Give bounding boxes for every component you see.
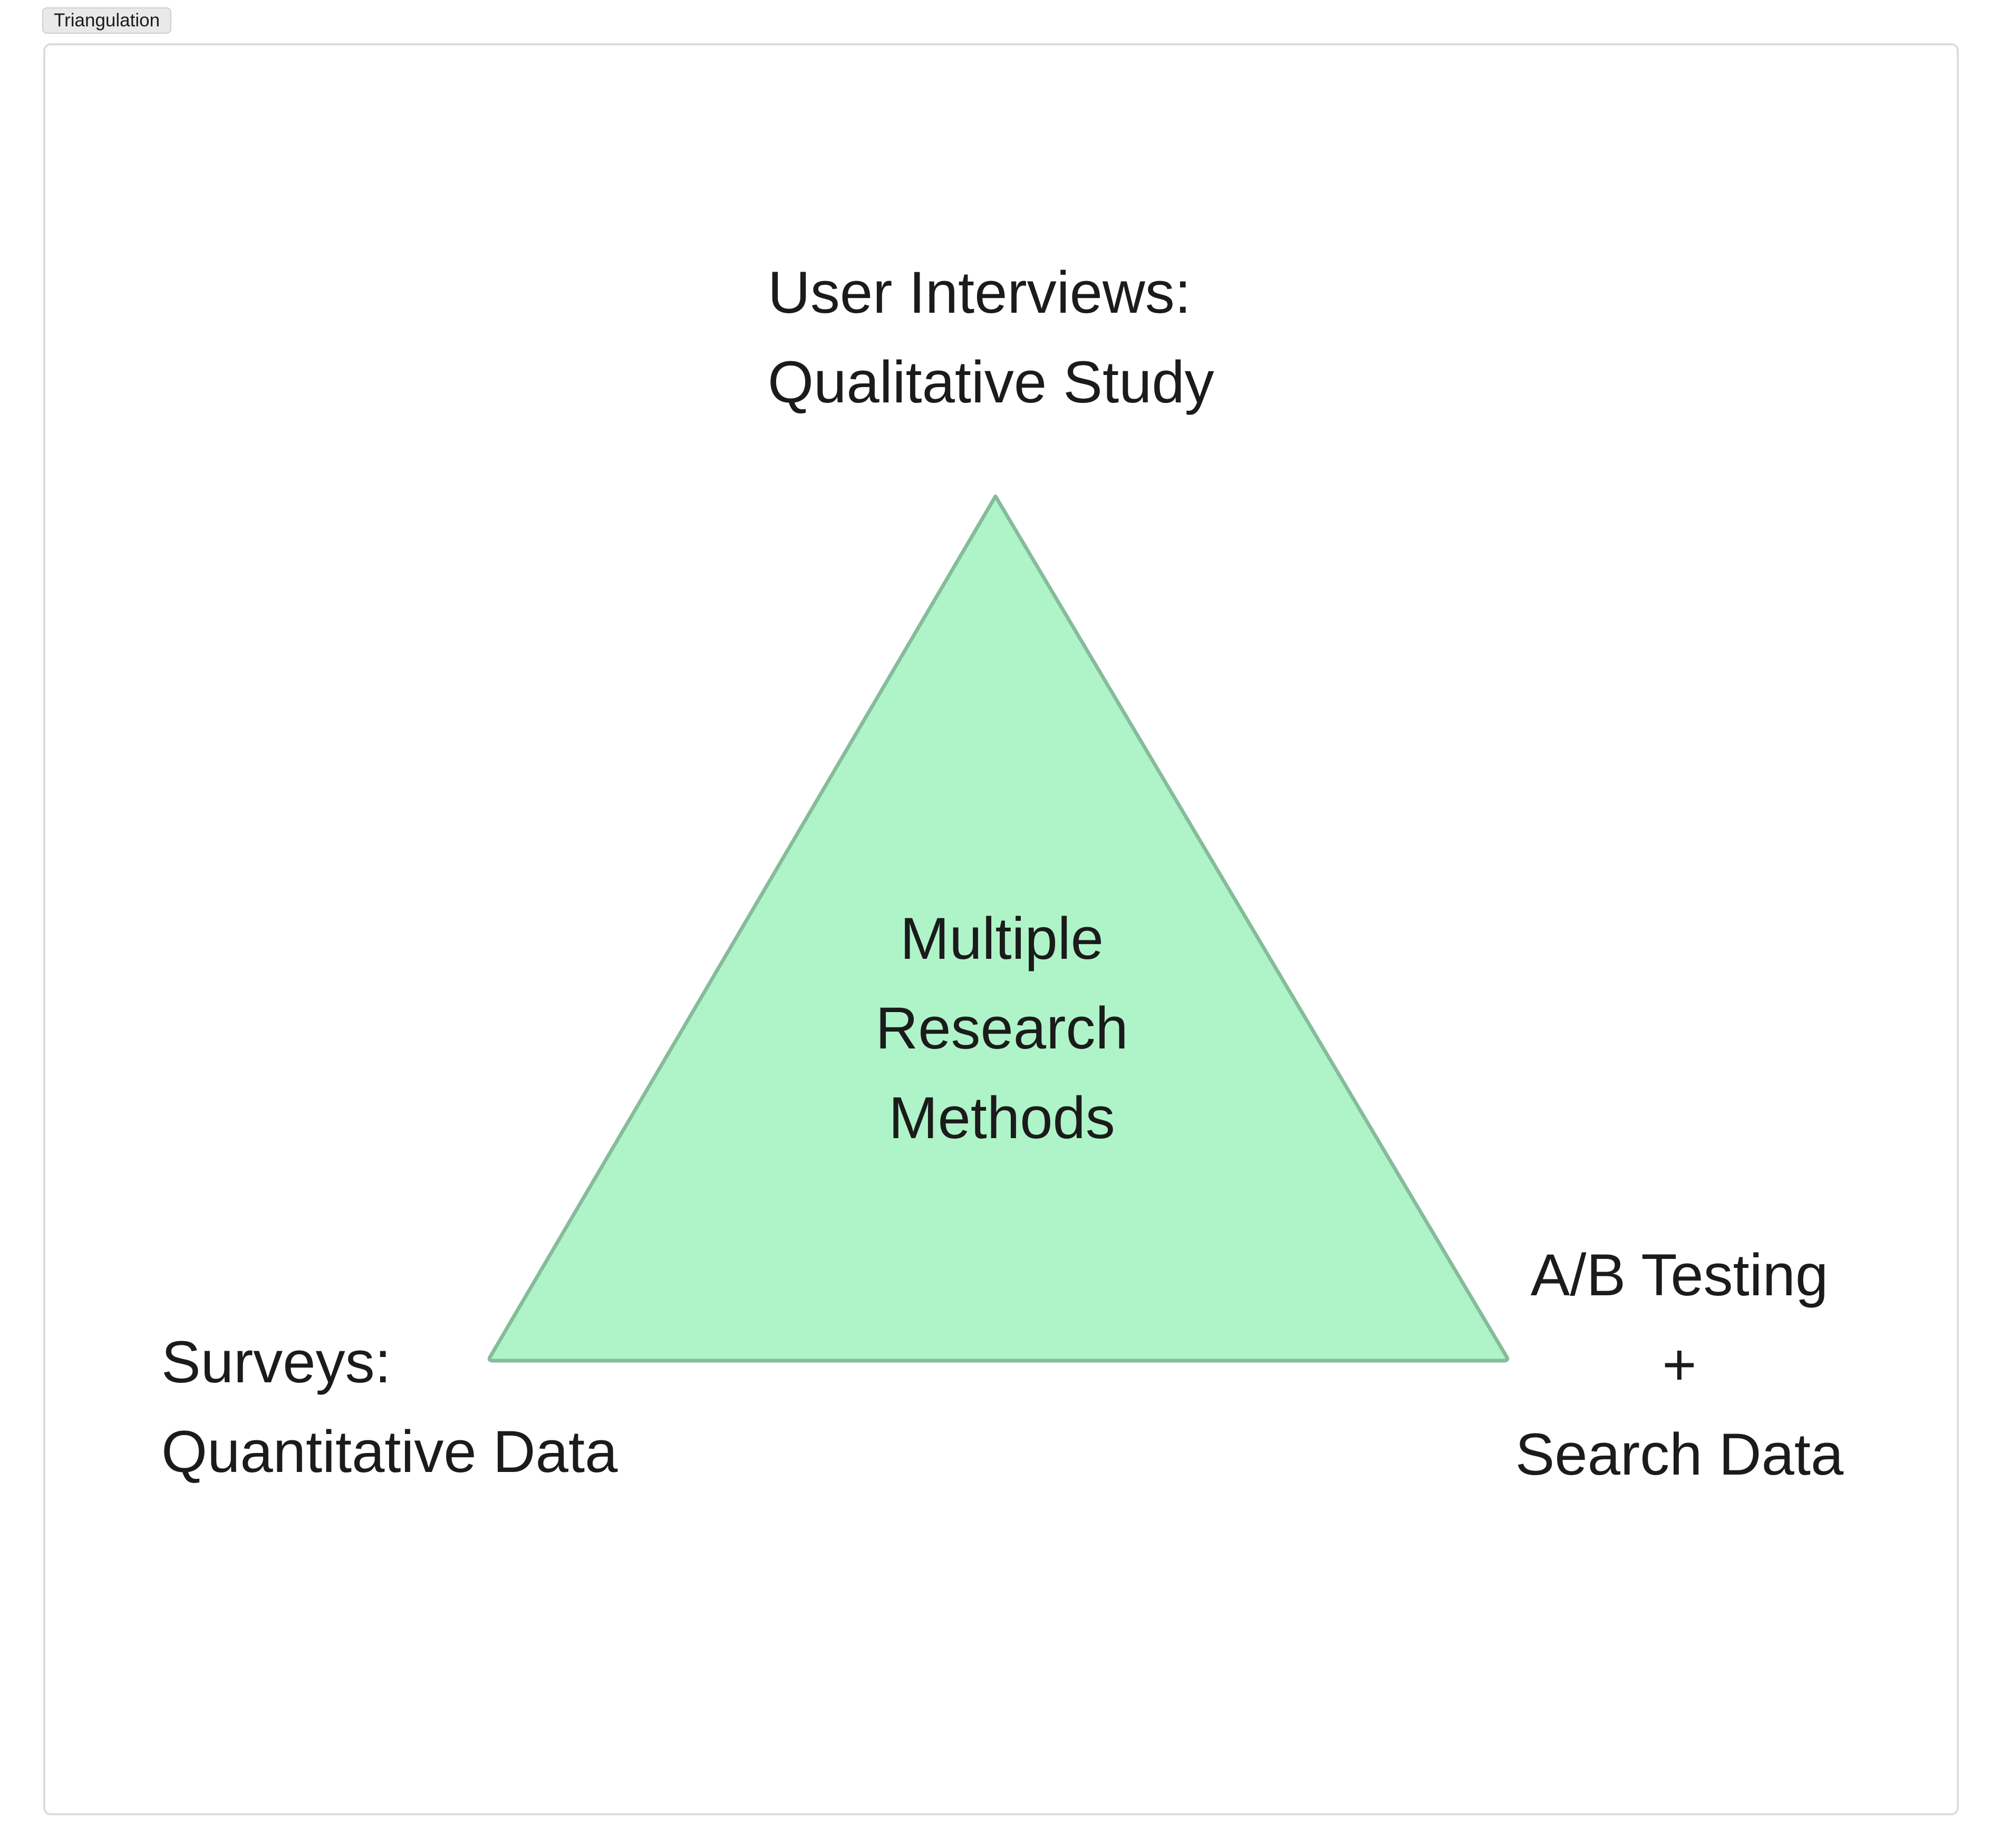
top-vertex-label: User Interviews: Qualitative Study (768, 248, 1214, 427)
center-label-line-1: Multiple (900, 906, 1104, 971)
tab-triangulation[interactable]: Triangulation (42, 7, 172, 34)
bottom-right-vertex-label: A/B Testing + Search Data (1455, 1230, 1903, 1499)
top-label-line-2: Qualitative Study (768, 349, 1214, 415)
bottom-left-label-line-2: Quantitative Data (161, 1419, 618, 1485)
top-label-line-1: User Interviews: (768, 259, 1191, 325)
bottom-left-label-line-1: Surveys: (161, 1329, 391, 1395)
bottom-right-label-line-1: A/B Testing (1530, 1242, 1829, 1308)
triangle-shape (487, 494, 1510, 1363)
center-label: Multiple Research Methods (685, 894, 1318, 1163)
center-label-line-2: Research (875, 995, 1128, 1061)
bottom-left-vertex-label: Surveys: Quantitative Data (161, 1317, 617, 1497)
bottom-right-label-line-2: + (1662, 1332, 1697, 1398)
bottom-right-label-line-3: Search Data (1515, 1421, 1844, 1487)
center-label-line-3: Methods (888, 1085, 1115, 1151)
